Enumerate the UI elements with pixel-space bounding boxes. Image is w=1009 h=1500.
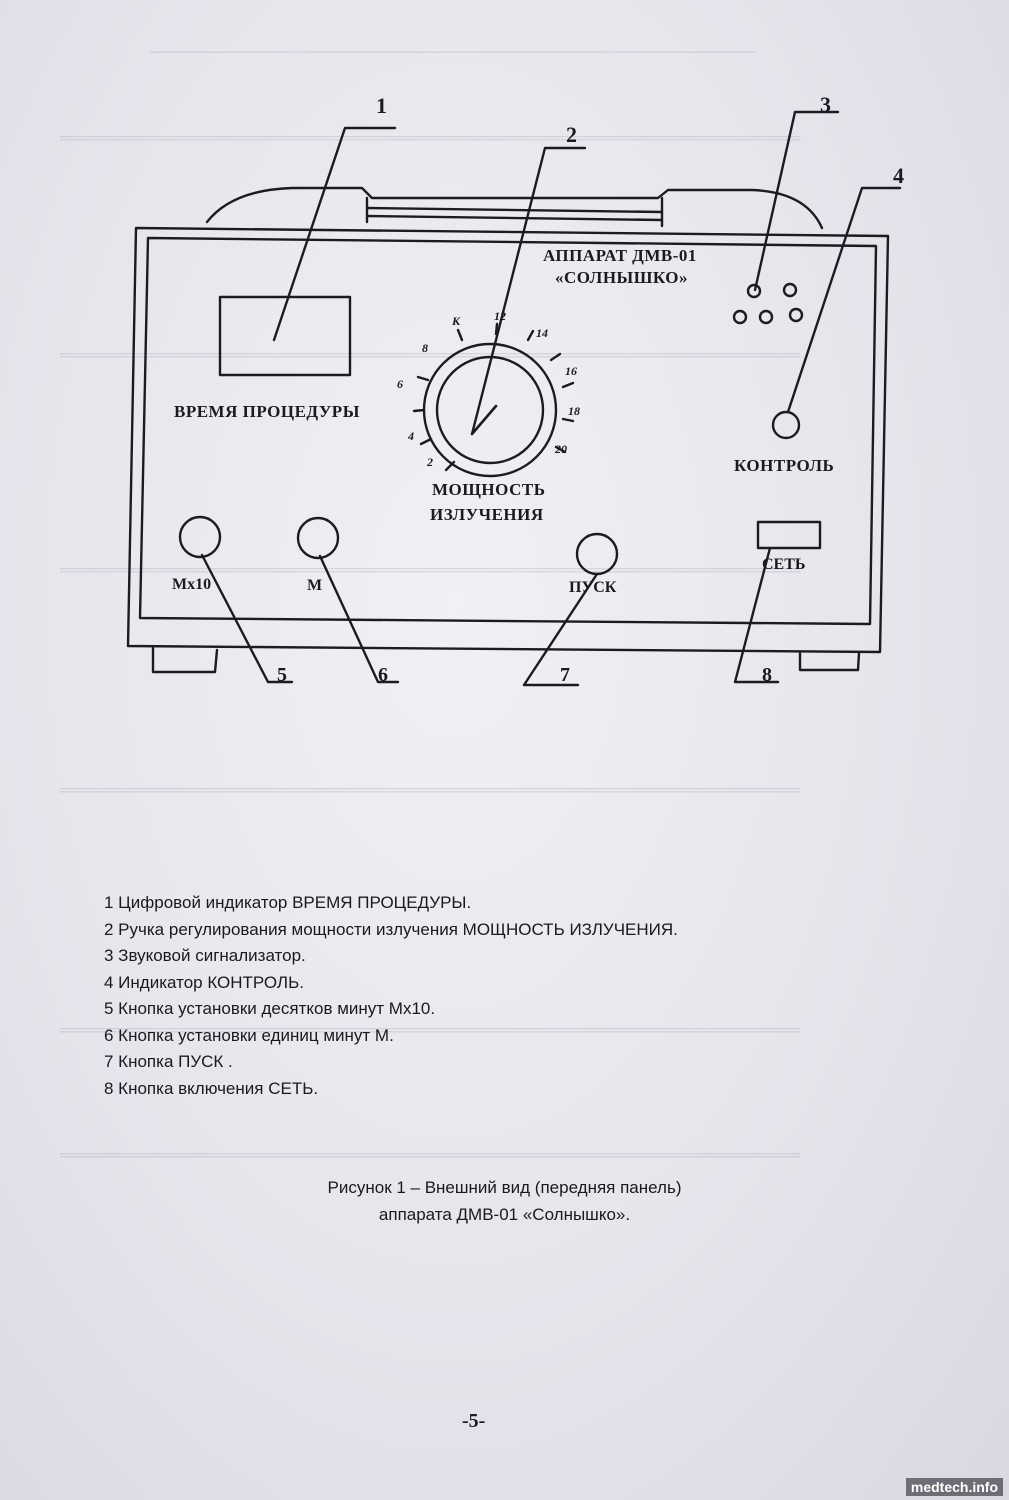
button-mx10 [178, 515, 222, 559]
legend-item: 7 Кнопка ПУСК . [104, 1052, 233, 1071]
speaker-hole [732, 309, 748, 325]
speaker-hole [782, 282, 798, 298]
button-power [756, 520, 822, 550]
callout-line-7 [522, 572, 599, 687]
legend-list: 1 Цифровой индикатор ВРЕМЯ ПРОЦЕДУРЫ. 2 … [104, 890, 678, 1102]
speaker-hole [758, 309, 774, 325]
bleed-through-text: ════════════════════════════════════════… [60, 345, 801, 366]
callout-number-3: 3 [820, 92, 831, 117]
device-title-line1: АППАРАТ ДМВ-01 [543, 246, 697, 265]
page-number: -5- [462, 1410, 486, 1432]
dial-mark: К [452, 314, 461, 328]
callout-line-2 [470, 146, 587, 436]
button-m-label: М [307, 577, 323, 594]
callout-number-1: 1 [376, 93, 387, 118]
control-label: КОНТРОЛЬ [734, 456, 835, 475]
watermark: medtech.info [905, 1478, 1003, 1496]
power-knob-inner [435, 355, 545, 465]
control-indicator [771, 410, 801, 440]
bleed-through-text: ════════════════════════════════════════… [60, 128, 801, 149]
bleed-through-text: ════════════════════════════════════════… [60, 1020, 801, 1041]
bleed-through-text: ════════════════════════════════════════… [60, 780, 801, 801]
callout-number-6: 6 [378, 664, 388, 686]
device-front-panel-diagram [126, 110, 902, 687]
bleed-through-text: ════════════════════════════════════════… [60, 560, 801, 581]
bleed-through-text: ════════════════════════════════════════… [60, 1145, 801, 1166]
callout-number-5: 5 [277, 664, 287, 686]
legend-item: 4 Индикатор КОНТРОЛЬ. [104, 972, 304, 992]
device-case-inner [138, 236, 878, 626]
legend-item: 2 Ручка регулирования мощности излучения… [104, 919, 678, 939]
right-foot [798, 651, 861, 672]
callout-number-7: 7 [560, 664, 570, 686]
legend-item: 8 Кнопка включения СЕТЬ. [104, 1078, 319, 1098]
dial-mark: 16 [565, 364, 577, 378]
dial-mark: 20 [555, 442, 567, 456]
button-start-label: ПУСК [569, 579, 617, 596]
carry-handle [205, 186, 824, 230]
callout-line-5 [200, 553, 294, 684]
button-start [575, 532, 619, 576]
callout-line-1 [272, 126, 397, 342]
callout-line-4 [786, 186, 902, 414]
dial-mark: 12 [494, 309, 506, 323]
callout-line-3 [753, 110, 840, 292]
device-case-outer [126, 226, 890, 654]
legend-item: 1 Цифровой индикатор ВРЕМЯ ПРОЦЕДУРЫ. [104, 893, 472, 912]
button-mx10-label: Мх10 [172, 576, 212, 593]
dial-mark: 18 [568, 404, 580, 418]
speaker-hole [746, 283, 762, 299]
figure-caption-line1: Рисунок 1 – Внешний вид (передняя панель… [327, 1178, 682, 1197]
speaker-hole [788, 307, 804, 323]
legend-item: 6 Кнопка установки единиц минут М. [104, 1025, 394, 1045]
digital-display [218, 295, 352, 377]
callout-line-8 [733, 546, 780, 684]
callout-number-4: 4 [893, 163, 904, 188]
callout-number-2: 2 [566, 122, 577, 147]
knob-label-line1: МОЩНОСТЬ [432, 480, 546, 499]
knob-pointer [470, 404, 498, 436]
button-m [296, 516, 340, 560]
display-label: ВРЕМЯ ПРОЦЕДУРЫ [174, 402, 360, 421]
left-foot [151, 646, 219, 674]
device-title-line2: «СОЛНЫШКО» [555, 268, 689, 287]
dial-mark: 2 [427, 455, 433, 469]
dial-mark: 14 [536, 326, 548, 340]
figure-caption-line2: аппарата ДМВ-01 «Солнышко». [378, 1205, 631, 1224]
callout-line-6 [318, 554, 400, 684]
dial-mark: 8 [422, 341, 428, 355]
bleed-through-text: ────────────────────────────────────────… [150, 42, 756, 63]
callout-number-8: 8 [762, 664, 772, 686]
button-power-label: СЕТЬ [762, 556, 806, 573]
legend-item: 3 Звуковой сигнализатор. [104, 946, 306, 965]
knob-label-line2: ИЗЛУЧЕНИЯ [430, 505, 544, 524]
dial-mark: 4 [408, 429, 414, 443]
dial-mark: 6 [397, 377, 403, 391]
legend-item: 5 Кнопка установки десятков минут Мх10. [104, 999, 436, 1018]
